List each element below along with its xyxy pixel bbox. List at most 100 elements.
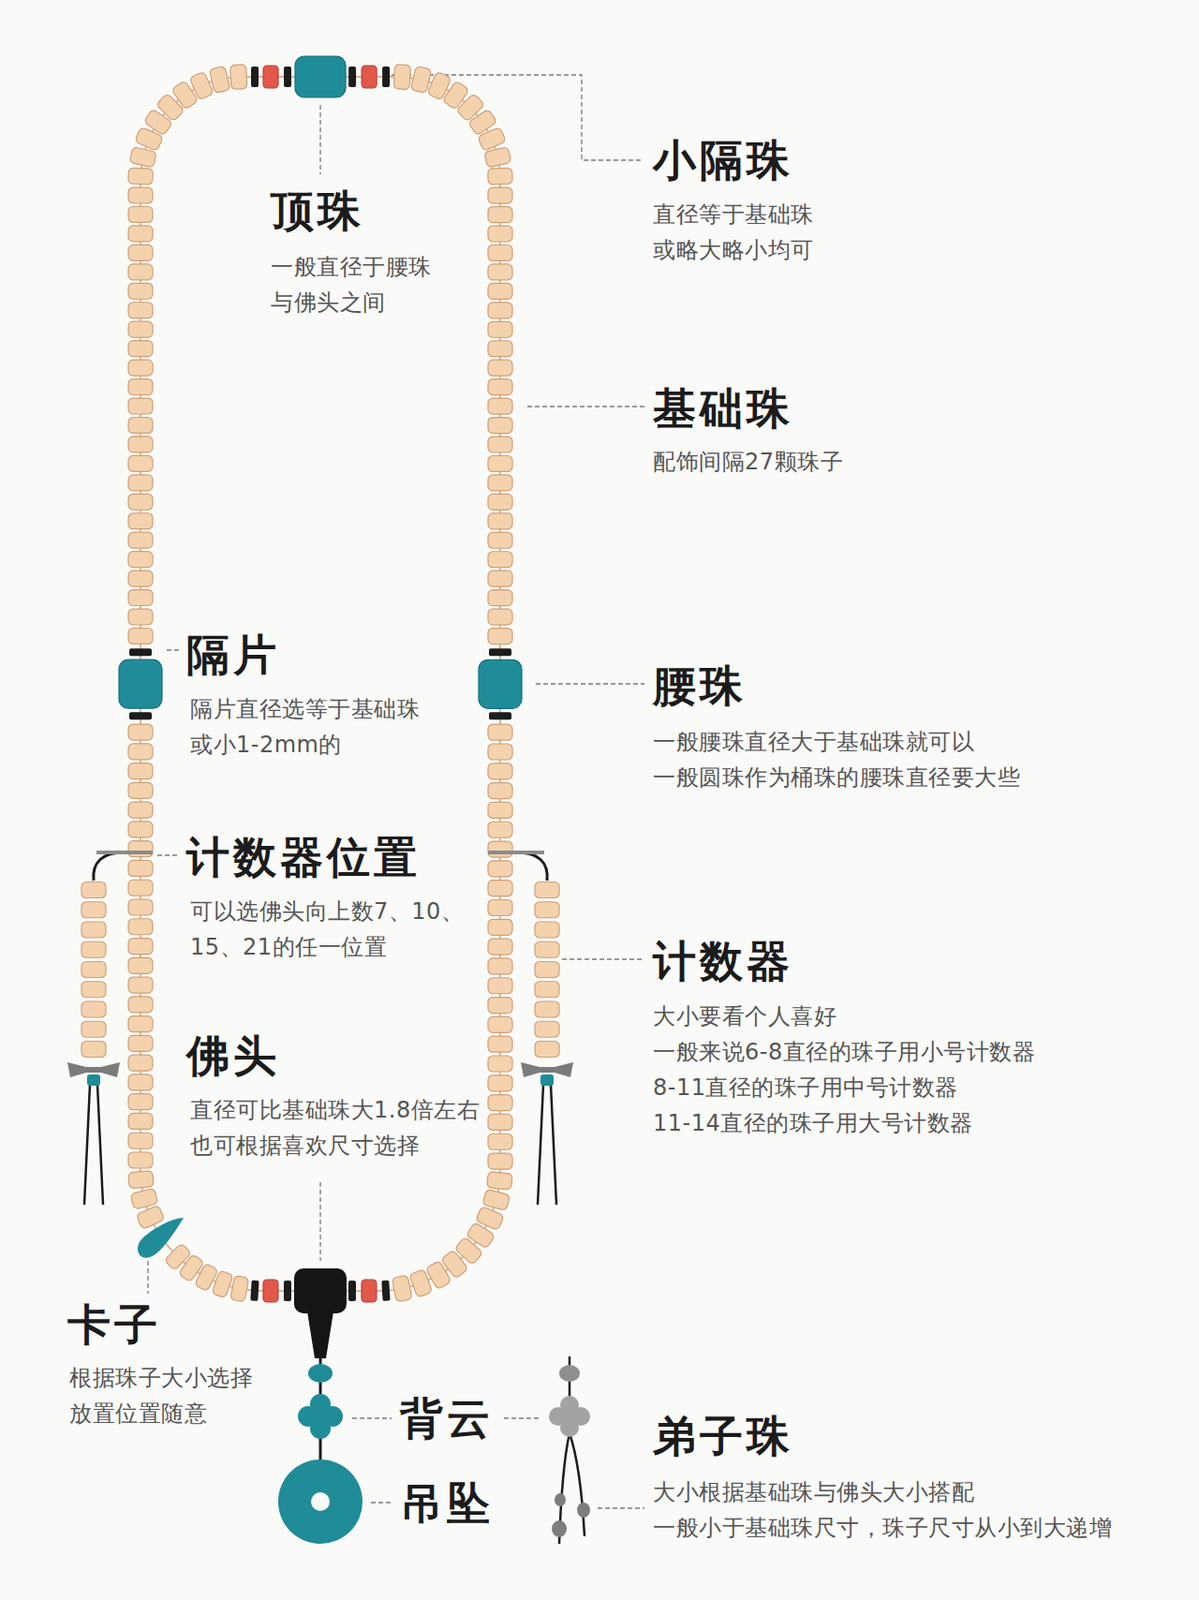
text-line: 或略大略小均可	[652, 232, 815, 268]
text-line: 一般圆珠作为桶珠的腰珠直径要大些	[652, 759, 1021, 796]
text-line: 计数器	[652, 936, 794, 986]
base-bead	[488, 455, 513, 472]
counter-bead	[81, 882, 106, 899]
part-name: 弟子珠	[652, 1411, 794, 1461]
base-bead	[488, 264, 513, 281]
base-bead	[128, 724, 153, 741]
base-bead	[128, 763, 153, 780]
buddha-head-tail	[307, 1311, 334, 1359]
part-name: 基础珠	[652, 384, 794, 433]
disciple-bead	[577, 1502, 591, 1518]
leader-line	[157, 854, 180, 856]
base-bead	[488, 743, 513, 760]
part-note: 一般腰珠直径大于基础珠就可以 一般圆珠作为桶珠的腰珠直径要大些	[652, 724, 1021, 796]
counter-bead	[534, 941, 560, 958]
counter-bead	[534, 981, 560, 998]
base-bead	[488, 187, 513, 204]
base-bead	[488, 379, 513, 396]
disciple-cord	[569, 1433, 585, 1537]
counter-bead	[534, 1041, 560, 1058]
part-name: 计数器	[652, 936, 794, 986]
small-spacer-bead	[263, 65, 279, 89]
base-bead	[128, 225, 153, 242]
part-name: 卡子	[67, 1300, 162, 1349]
base-bead	[128, 1074, 153, 1091]
counter-bead	[81, 962, 106, 978]
part-name: 计数器位置	[186, 832, 421, 882]
counter-bead	[81, 902, 106, 918]
base-bead	[488, 900, 513, 917]
spacer-bead	[129, 711, 152, 720]
base-bead	[488, 1095, 513, 1111]
base-bead	[488, 938, 513, 955]
text-line: 弟子珠	[652, 1411, 794, 1461]
beiyun-core	[309, 1405, 332, 1428]
disciple-bead	[554, 1493, 566, 1507]
base-bead	[128, 340, 153, 357]
text-line: 直径等于基础珠	[652, 196, 815, 233]
base-bead	[488, 244, 513, 261]
base-bead	[488, 1055, 513, 1072]
base-bead	[488, 1133, 513, 1150]
text-line: 吊坠	[399, 1478, 494, 1527]
text-line: 隔片直径选等于基础珠	[190, 691, 420, 727]
base-bead	[128, 379, 153, 396]
base-bead	[134, 126, 164, 151]
part-note: 大小根据基础珠与佛头大小搭配 一般小于基础珠尺寸，珠子尺寸从小到大递增	[652, 1474, 1112, 1546]
text-line: 顶珠	[270, 186, 365, 236]
base-bead	[128, 782, 153, 799]
base-bead	[128, 957, 153, 974]
spacer-bead	[129, 648, 152, 656]
base-bead	[128, 167, 154, 185]
text-line: 配饰间隔27颗珠子	[652, 444, 844, 480]
part-note: 大小要看个人喜好 一般来说6-8直径的珠子用小号计数器 8-11直径的珠子用中号…	[652, 998, 1036, 1141]
base-bead	[488, 958, 513, 975]
text-line: 与佛头之间	[270, 284, 432, 321]
part-note: 一般直径于腰珠 与佛头之间	[270, 249, 432, 321]
leader-lines	[148, 74, 645, 1509]
base-bead	[488, 321, 513, 338]
small-spacer-bead	[361, 1279, 377, 1303]
counter-tail	[550, 1084, 557, 1205]
part-name: 腰珠	[652, 661, 747, 711]
base-bead	[488, 997, 513, 1014]
text-line: 隔片	[186, 630, 281, 680]
base-bead	[128, 590, 153, 607]
text-line: 小隔珠	[652, 135, 794, 185]
spacer-bead	[348, 1280, 356, 1302]
base-bead	[488, 282, 513, 299]
leader-line	[503, 1417, 542, 1419]
base-bead	[488, 302, 513, 319]
part-note: 根据珠子大小选择 放置位置随意	[69, 1360, 253, 1432]
text-line: 一般来说6-8直径的珠子用小号计数器	[652, 1034, 1036, 1070]
base-bead	[488, 608, 513, 625]
base-bead	[488, 918, 513, 935]
text-line: 计数器位置	[186, 832, 421, 882]
part-note: 直径可比基础珠大1.8倍左右 也可根据喜欢尺寸选择	[190, 1092, 480, 1164]
base-bead	[391, 1274, 413, 1303]
base-bead	[128, 532, 153, 548]
cloud-core	[559, 1406, 580, 1427]
text-line: 一般直径于腰珠	[270, 249, 432, 285]
leader-line	[319, 104, 321, 175]
disciple-cloud	[548, 1395, 591, 1437]
spacer-bead	[250, 1280, 259, 1302]
part-note: 直径等于基础珠 或略大略小均可	[652, 196, 815, 268]
spacer-bead	[348, 66, 356, 88]
base-bead	[128, 1132, 153, 1149]
counter-bead	[534, 962, 560, 978]
counter-tail	[537, 1084, 544, 1205]
text-line: 佛头	[186, 1031, 281, 1081]
text-line: 直径可比基础珠大1.8倍左右	[190, 1092, 480, 1128]
bead-group	[118, 56, 522, 1314]
counter-bead	[81, 1001, 106, 1018]
base-bead	[488, 763, 513, 780]
leader-line	[527, 405, 645, 407]
text-line: 也可根据喜欢尺寸选择	[190, 1127, 480, 1164]
base-bead	[128, 398, 153, 415]
buddha-head-bead	[294, 1268, 347, 1314]
small-bead	[308, 1363, 333, 1383]
text-line: 一般小于基础珠尺寸，珠子尺寸从小到大递增	[652, 1509, 1112, 1546]
base-bead	[128, 513, 153, 530]
base-bead	[128, 899, 153, 916]
